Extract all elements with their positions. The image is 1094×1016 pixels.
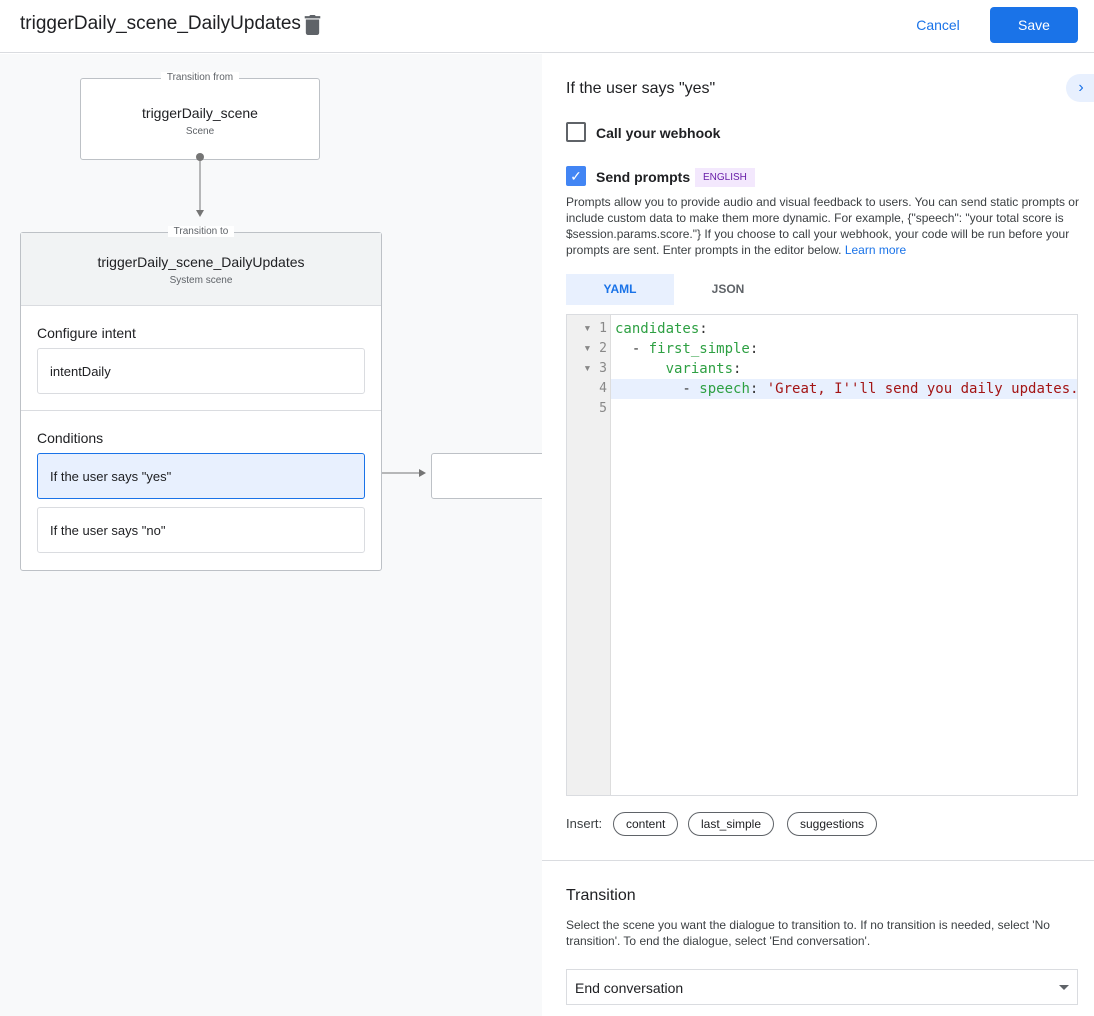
line-number: 5 [583,401,607,416]
line-number: 4 [583,381,607,396]
tab-yaml[interactable]: YAML [566,274,674,305]
transition-to-node: Transition to triggerDaily_scene_DailyUp… [20,226,382,571]
code-line [611,399,1077,419]
header: triggerDaily_scene_DailyUpdates Cancel S… [0,0,1094,53]
code-line: variants: [665,361,742,377]
code-line: - first_simple: [615,341,759,357]
tab-json[interactable]: JSON [711,282,745,296]
learn-more-link[interactable]: Learn more [844,243,907,257]
condition-yes[interactable]: If the user says "yes" [37,453,365,499]
collapse-panel-button[interactable]: › [1066,74,1094,102]
code-editor[interactable]: ▾ 1 candidates: ▾ 2 - first_simple: ▾ 3 var… [566,314,1079,796]
configure-intent-label: Configure intent [37,325,136,341]
cancel-button[interactable]: Cancel [904,8,972,42]
trash-icon[interactable] [304,15,321,35]
line-number: ▾ 2 [583,341,607,356]
transition-value: End conversation [575,980,684,996]
code-line: - speech: 'Great, I''ll send you daily u… [615,381,1079,397]
prompts-description: Prompts allow you to provide audio and v… [566,194,1086,258]
transition-heading: Transition [566,887,636,904]
insert-chip-last-simple[interactable]: last_simple [688,812,775,836]
prompts-label: Send prompts [596,169,691,185]
language-badge: ENGLISH [695,168,755,187]
webhook-label: Call your webhook [596,125,721,141]
insert-label: Insert: [566,816,603,831]
condition-no[interactable]: If the user says "no" [37,507,365,553]
transition-select[interactable]: End conversation [566,969,1078,1005]
condition-panel: › If the user says "yes" Call your webho… [542,54,1094,1016]
line-number: ▾ 1 [583,321,607,336]
divider [542,860,1094,861]
flow-canvas: Transition from triggerDaily_scene Scene… [0,54,542,1016]
transition-description: Select the scene you want the dialogue t… [566,918,1050,948]
scene-name: triggerDaily_scene [142,105,258,121]
conditions-label: Conditions [37,430,104,446]
insert-chip-content[interactable]: content [613,812,679,836]
scene-name: triggerDaily_scene_DailyUpdates [97,254,305,270]
panel-heading: If the user says "yes" [566,80,716,97]
prompts-checkbox[interactable]: ✓ [566,166,586,186]
line-number: ▾ 3 [583,361,607,376]
dropdown-arrow-icon [1059,985,1069,995]
page-title: triggerDaily_scene_DailyUpdates [20,13,301,34]
insert-chip-suggestions[interactable]: suggestions [787,812,878,836]
line-gutter [567,315,611,795]
node-legend: Transition from [160,72,240,83]
transition-from-node[interactable]: Transition from triggerDaily_scene Scene [80,72,320,160]
transition-target-node[interactable] [431,453,542,499]
save-button[interactable]: Save [990,7,1078,43]
code-line: candidates: [615,321,708,337]
active-line-highlight [611,379,1077,399]
description-text: Prompts allow you to provide audio and v… [566,195,1079,257]
webhook-checkbox[interactable] [566,122,586,142]
intent-item[interactable]: intentDaily [37,348,365,394]
node-legend: Transition to [167,226,235,237]
scene-type: Scene [185,126,215,137]
scene-type: System scene [169,275,233,286]
